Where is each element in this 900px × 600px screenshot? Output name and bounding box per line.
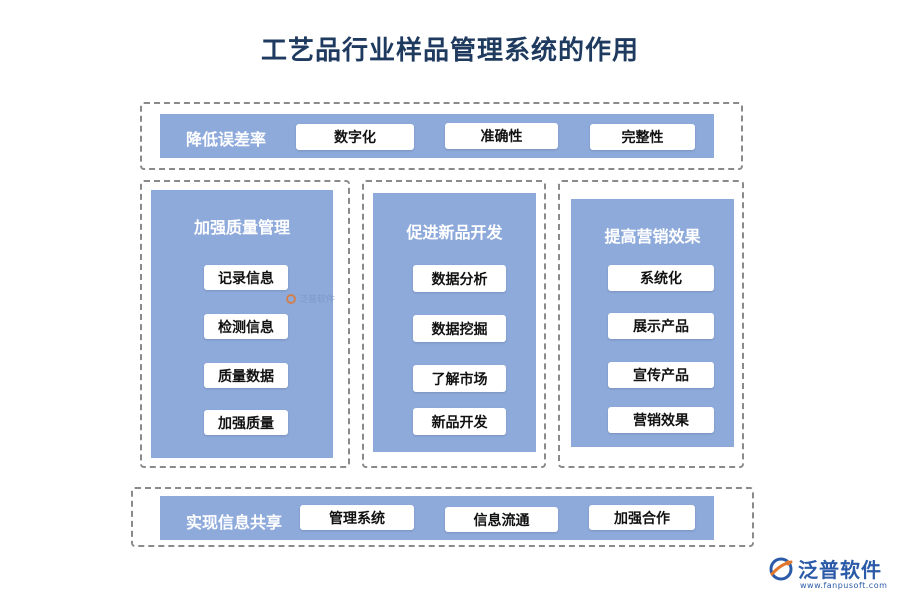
bottom-band-label: 实现信息共享 <box>186 513 283 532</box>
column-new-product: 促进新品开发 数据分析 数据挖掘 了解市场 新品开发 <box>373 193 536 452</box>
column-marketing-item: 展示产品 <box>608 313 714 339</box>
top-band-label: 降低误差率 <box>186 130 267 149</box>
column-quality-item: 检测信息 <box>204 314 288 339</box>
top-item: 完整性 <box>590 124 695 150</box>
column-marketing: 提高营销效果 系统化 展示产品 宣传产品 营销效果 <box>571 199 734 447</box>
column-frame-new-product <box>362 180 546 468</box>
bottom-item: 加强合作 <box>589 505 695 530</box>
bottom-item: 信息流通 <box>445 507 558 532</box>
bottom-item: 管理系统 <box>300 505 414 530</box>
column-new-product-item: 数据分析 <box>413 265 506 292</box>
brand-logo: 泛普软件 www.fanpusoft.com <box>768 554 894 594</box>
column-quality-item: 加强质量 <box>204 410 288 435</box>
bottom-band: 实现信息共享 管理系统 信息流通 加强合作 <box>160 496 714 540</box>
top-item: 准确性 <box>445 123 558 149</box>
column-marketing-item: 营销效果 <box>608 407 714 433</box>
column-frame-marketing <box>558 180 744 468</box>
column-marketing-item: 系统化 <box>608 265 714 291</box>
top-band: 降低误差率 数字化 准确性 完整性 <box>160 114 714 158</box>
watermark: 泛普软件 <box>286 292 335 305</box>
column-new-product-item: 新品开发 <box>413 408 506 435</box>
column-marketing-label: 提高营销效果 <box>604 227 701 246</box>
bottom-section-frame <box>131 487 754 547</box>
column-new-product-item: 数据挖掘 <box>413 315 506 342</box>
column-frame-quality <box>140 180 350 468</box>
page-title: 工艺品行业样品管理系统的作用 <box>260 36 639 66</box>
column-quality-item: 质量数据 <box>204 363 288 388</box>
column-quality: 加强质量管理 记录信息 检测信息 质量数据 加强质量 <box>151 190 333 458</box>
top-section-frame <box>140 102 743 170</box>
column-quality-label: 加强质量管理 <box>193 218 290 237</box>
column-new-product-label: 促进新品开发 <box>406 223 503 242</box>
top-item: 数字化 <box>296 124 414 150</box>
watermark-logo-icon <box>286 293 296 304</box>
column-quality-item: 记录信息 <box>204 265 288 290</box>
column-marketing-item: 宣传产品 <box>608 362 714 388</box>
logo-url: www.fanpusoft.com <box>800 581 888 590</box>
watermark-text: 泛普软件 <box>299 295 336 305</box>
logo-name: 泛普软件 <box>798 558 882 582</box>
column-new-product-item: 了解市场 <box>413 365 506 392</box>
fanpu-logo-icon <box>769 557 793 580</box>
